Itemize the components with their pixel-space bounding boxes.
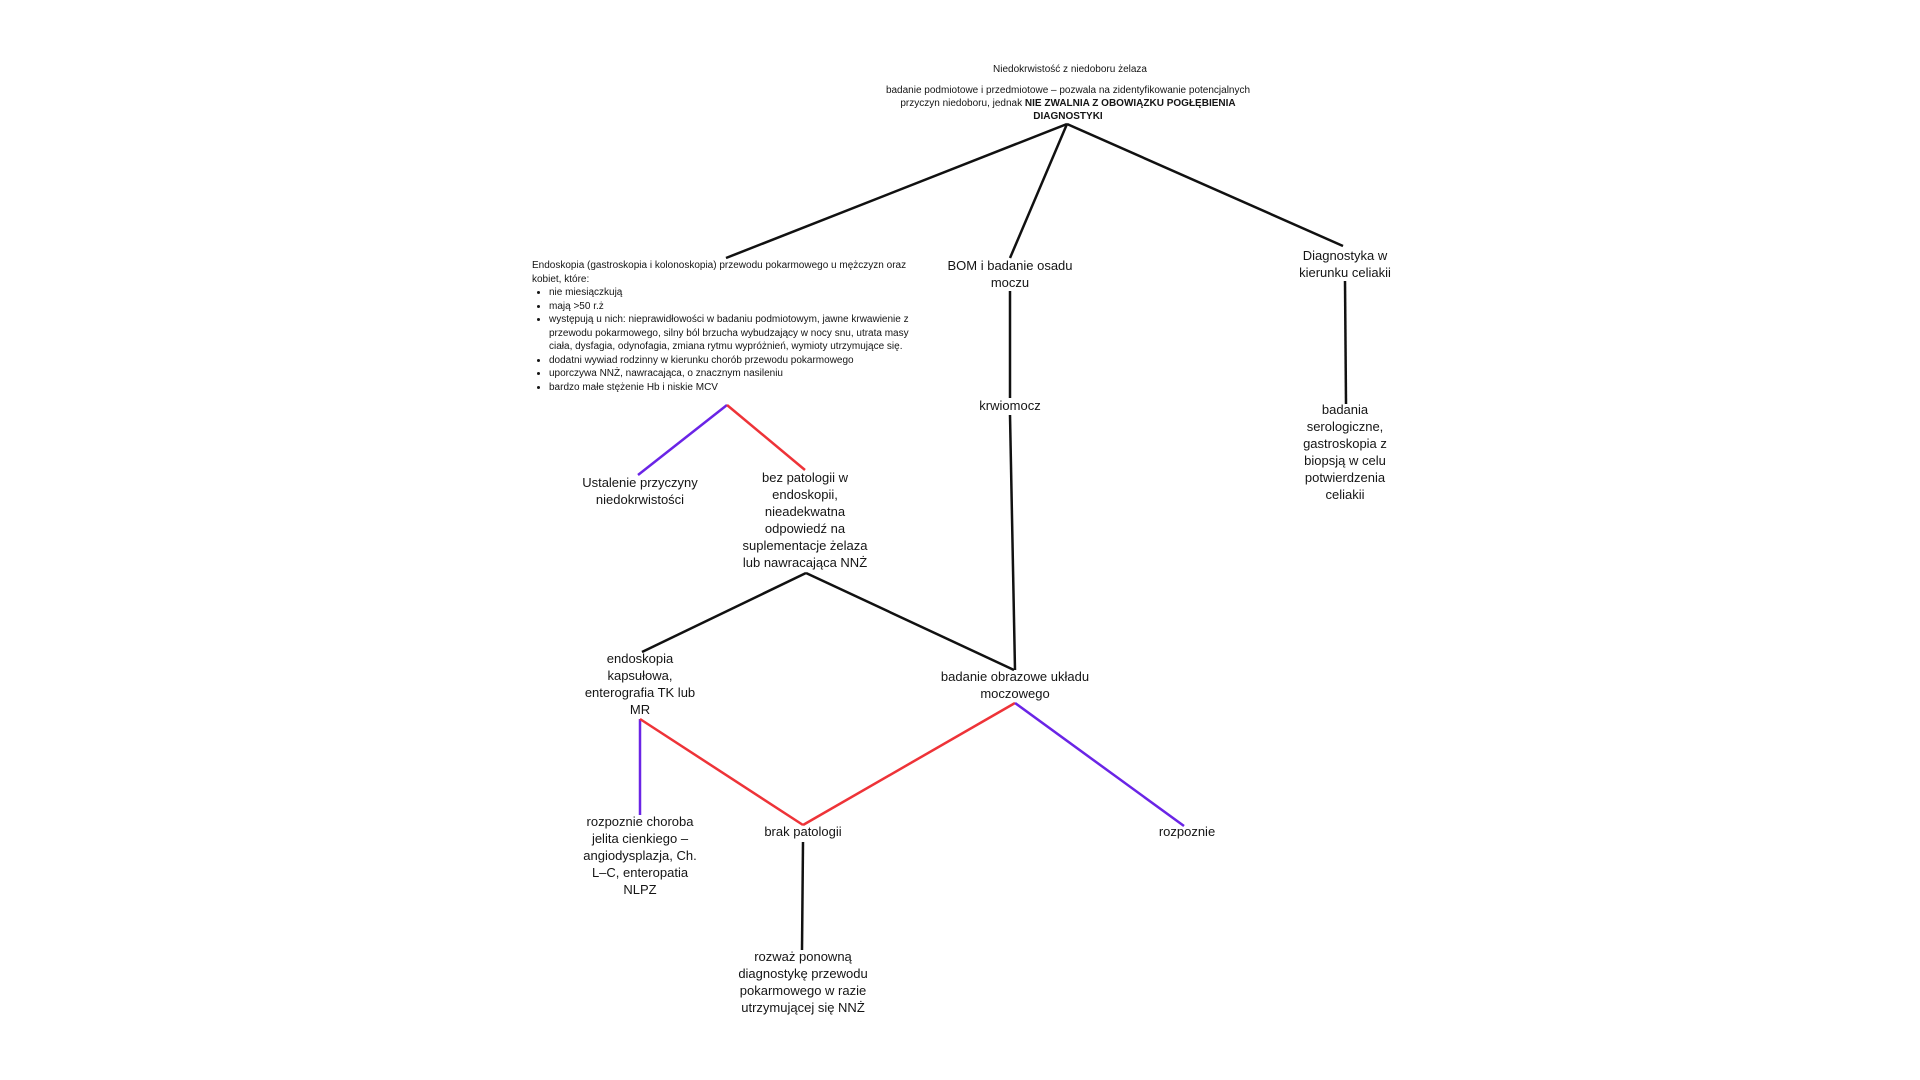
celiac-tests-node: badania serologiczne, gastroskopia z bio… (1303, 402, 1387, 502)
edge-root-celiac (1066, 122, 1344, 248)
no-pathology-2-node: brak patologii (764, 824, 842, 839)
edge-celiac-tests (1343, 280, 1348, 405)
endoscopy-node: Endoskopia (gastroskopia i kolonoskopia)… (532, 259, 922, 394)
edge-no-pathology-capsule (641, 571, 807, 654)
edge-capsule-brak (639, 717, 804, 827)
list-item: występują u nich: nieprawidłowości w bad… (549, 313, 922, 354)
imaging-node: badanie obrazowe układu moczowego (940, 669, 1090, 701)
edge-hematuria-imaging (1008, 414, 1017, 671)
capsule-node: endoskopia kapsułowa, enterografia TK lu… (584, 651, 696, 717)
reconsider-node: rozważ ponowną diagnostykę przewodu poka… (738, 949, 868, 1015)
intro-bold: NIE ZWALNIA Z OBOWIĄZKU POGŁĘBIENIA DIAG… (1024, 98, 1236, 122)
list-item: dodatni wywiad rodzinny w kierunku choró… (549, 354, 922, 368)
edge-no-pathology-imaging (805, 571, 1015, 672)
intro-node: badanie podmiotowe i przedmiotowe – pozw… (868, 84, 1268, 123)
edge-endoscopy-cause-found (637, 404, 728, 476)
edge-imaging-dx (1014, 701, 1185, 828)
diagnosis-node: rozpoznie (1158, 824, 1216, 839)
diagram-title: Niedokrwistość z niedoboru żelaza (993, 64, 1147, 75)
edge-imaging-brak (802, 701, 1016, 827)
cause-found-node: Ustalenie przyczyny niedokrwistości (582, 475, 698, 507)
list-item: nie miesiączkują (549, 286, 922, 300)
endoscopy-criteria-list: nie miesiączkują mają >50 r.ż występują … (532, 286, 922, 394)
small-bowel-dx-node: rozpoznie choroba jelita cienkiego – ang… (583, 814, 697, 897)
edge-root-bom (1008, 123, 1069, 259)
no-pathology-node: bez patologii w endoskopii, nieadekwatna… (742, 470, 868, 570)
intro-text: badanie podmiotowe i przedmiotowe – pozw… (885, 85, 1251, 109)
list-item: mają >50 r.ż (549, 300, 922, 314)
edge-root-endoscopy (725, 122, 1068, 260)
list-item: uporczywa NNŻ, nawracająca, o znacznym n… (549, 367, 922, 381)
bom-node: BOM i badanie osadu moczu (947, 258, 1073, 290)
endoscopy-intro: Endoskopia (gastroskopia i kolonoskopia)… (532, 260, 907, 285)
celiac-node: Diagnostyka w kierunku celiakii (1299, 248, 1391, 280)
list-item: bardzo małe stężenie Hb i niskie MCV (549, 381, 922, 395)
hematuria-node: krwiomocz (979, 398, 1041, 413)
edge-endoscopy-no-pathology (726, 404, 806, 471)
edge-brak-reconsider (800, 841, 805, 951)
